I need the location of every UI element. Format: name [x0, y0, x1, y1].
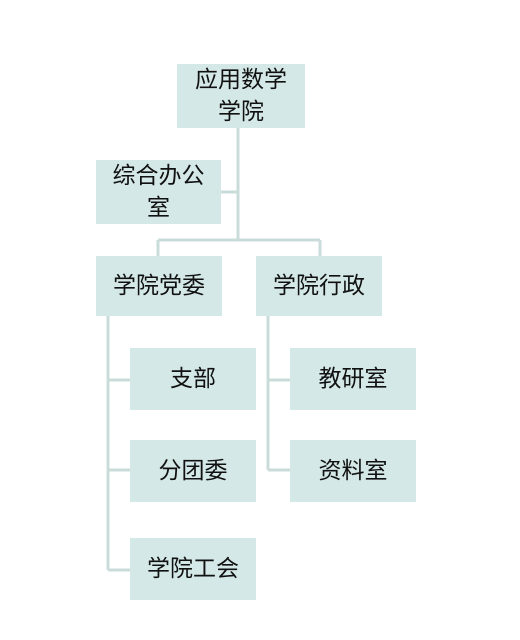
child-node-youth-league: 分团委 — [130, 440, 256, 502]
branch-node-party: 学院党委 — [96, 256, 222, 316]
assistant-node-line2: 室 — [147, 195, 170, 221]
child-node-label: 分团委 — [158, 458, 228, 484]
child-node-union: 学院工会 — [130, 538, 256, 600]
child-node-label: 学院工会 — [147, 556, 239, 582]
child-node-branch: 支部 — [130, 348, 256, 410]
root-node-line2: 学院 — [218, 99, 264, 125]
branch-node-admin-label: 学院行政 — [273, 273, 365, 299]
branch-node-party-label: 学院党委 — [113, 273, 205, 299]
child-node-reference-room: 资料室 — [290, 440, 416, 502]
child-node-label: 支部 — [170, 366, 216, 392]
assistant-node: 综合办公 室 — [96, 160, 221, 224]
root-node: 应用数学 学院 — [177, 64, 305, 128]
child-node-label: 教研室 — [318, 366, 388, 392]
assistant-node-line1: 综合办公 — [112, 163, 205, 189]
child-node-label: 资料室 — [318, 458, 388, 484]
root-node-line1: 应用数学 — [195, 67, 287, 93]
child-node-teaching-office: 教研室 — [290, 348, 416, 410]
branch-node-admin: 学院行政 — [256, 256, 382, 316]
